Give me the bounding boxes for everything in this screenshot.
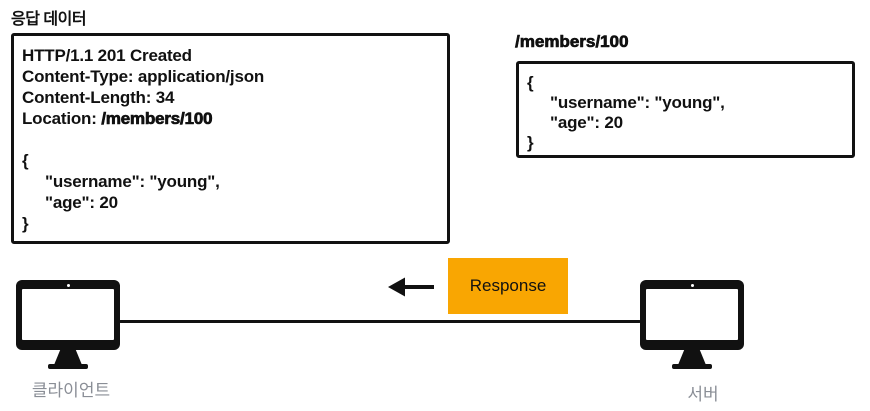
resource-body-open-brace: {: [527, 73, 534, 92]
status-line: HTTP/1.1 201 Created: [22, 46, 192, 65]
monitor-stand: [54, 350, 82, 365]
monitor-base: [48, 364, 88, 369]
resource-body-username: "username": "young",: [550, 93, 725, 112]
blank-line: [22, 129, 439, 150]
response-label-box: Response: [448, 258, 568, 314]
client-computer-icon: [16, 280, 120, 369]
monitor-stand: [678, 350, 706, 365]
header-content-length: Content-Length: 34: [22, 88, 175, 107]
camera-dot-icon: [66, 284, 70, 287]
camera-dot-icon: [690, 284, 694, 287]
left-arrow-icon: [388, 277, 434, 297]
monitor-screen: [646, 289, 738, 340]
diagram-title: 응답 데이터: [11, 11, 87, 28]
resource-box: { "username": "young", "age": 20 }: [516, 61, 855, 158]
resource-body-age: "age": 20: [550, 113, 623, 132]
resource-body-close-brace: }: [527, 133, 534, 152]
header-location-label: Location:: [22, 109, 102, 128]
header-location-path: /members/100: [101, 109, 213, 129]
response-body-close-brace: }: [22, 214, 29, 233]
response-label: Response: [469, 276, 547, 295]
network-connection-line: [119, 320, 641, 323]
client-label: 클라이언트: [31, 381, 111, 400]
response-body-open-brace: {: [22, 151, 29, 170]
server-label: 서버: [687, 385, 719, 404]
response-message-box: HTTP/1.1 201 Created Content-Type: appli…: [11, 33, 450, 244]
header-location: Location: /members/100: [22, 108, 439, 129]
server-computer-icon: [640, 280, 744, 369]
monitor-screen: [22, 289, 114, 340]
monitor-base: [672, 364, 712, 369]
resource-path-label: /members/100: [515, 32, 629, 52]
response-body-age: "age": 20: [45, 193, 118, 212]
response-body-username: "username": "young",: [45, 172, 220, 191]
header-content-type: Content-Type: application/json: [22, 67, 265, 86]
